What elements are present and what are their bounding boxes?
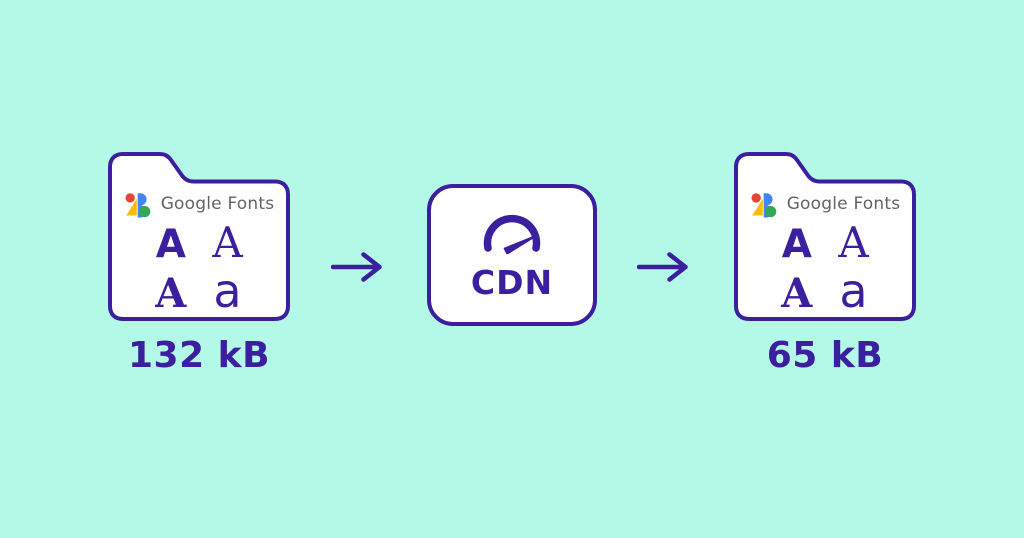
result-font-folder: Google Fonts A A A a	[733, 151, 917, 322]
font-sample-letter: A	[781, 221, 812, 267]
font-sample-letter: a	[839, 263, 868, 318]
cdn-flow-diagram: Google Fonts A A A a 132 kB	[107, 151, 917, 382]
arrow-right-icon	[637, 252, 688, 282]
font-sample-letter: A	[155, 269, 187, 317]
source-font-folder: Google Fonts A A A a	[107, 151, 291, 322]
result-size-label: 65 kB	[766, 334, 884, 376]
folder-icon	[734, 151, 916, 321]
speedometer-icon	[483, 214, 541, 254]
font-sample-letter: A	[838, 217, 869, 267]
font-sample-letter: a	[213, 263, 242, 318]
source-size-label: 132 kB	[127, 334, 271, 376]
font-sample-letter: A	[212, 217, 243, 267]
font-sample-letter: A	[155, 221, 186, 267]
folder-content: Google Fonts A A A a	[107, 182, 291, 322]
brand-label: Google Fonts	[160, 194, 275, 214]
cdn-node: CDN	[427, 184, 597, 326]
brand-label: Google Fonts	[786, 194, 901, 214]
font-sample-letter: A	[781, 269, 813, 317]
result-folder-group: Google Fonts A A A a 65 kB	[733, 151, 917, 376]
brand-row: Google Fonts	[124, 191, 275, 218]
folder-icon	[108, 151, 290, 321]
source-folder-group: Google Fonts A A A a 132 kB	[107, 151, 291, 376]
font-samples: A A A a	[781, 217, 869, 318]
font-samples: A A A a	[155, 217, 243, 318]
arrow-right-icon	[331, 252, 382, 282]
cdn-label: CDN	[470, 263, 554, 302]
google-fonts-logo-icon	[125, 192, 150, 218]
folder-content: Google Fonts A A A a	[733, 182, 917, 322]
google-fonts-logo-icon	[751, 192, 776, 218]
brand-row: Google Fonts	[750, 191, 901, 218]
